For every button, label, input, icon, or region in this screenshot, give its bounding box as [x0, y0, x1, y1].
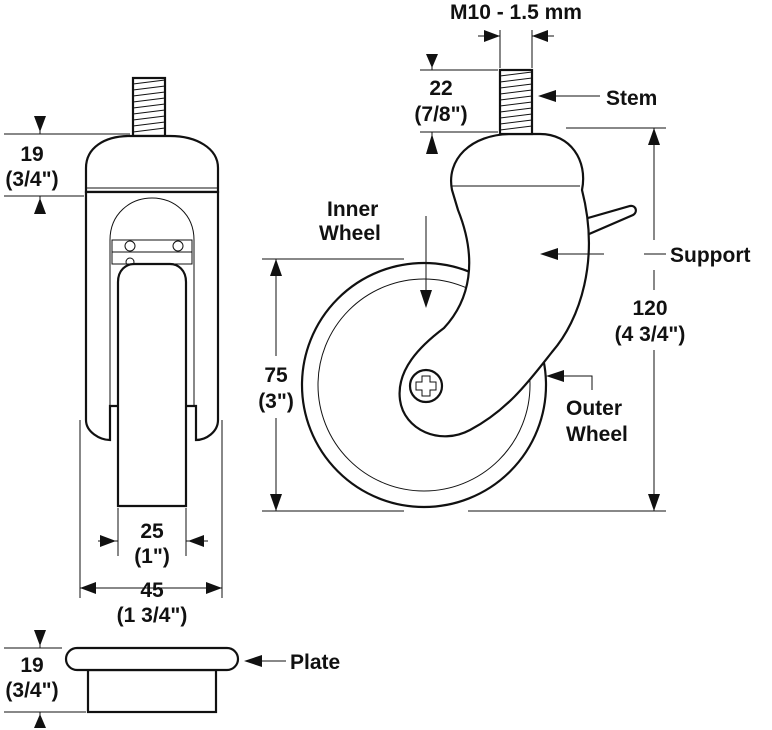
- overall-height-in: (4 3/4"): [615, 323, 686, 346]
- stem-height-dimension: 22 (7/8"): [414, 54, 498, 154]
- stem-height-in: (7/8"): [414, 103, 467, 126]
- front-top-housing: [84, 134, 220, 194]
- inner-wheel-line1: Inner: [327, 198, 378, 221]
- outer-wheel-line1: Outer: [566, 397, 622, 420]
- plate-height-mm: 19: [20, 654, 43, 677]
- front-view: [84, 76, 220, 508]
- overall-width-dimension: 45 (1 3/4"): [79, 420, 223, 627]
- front-wheel: [116, 262, 188, 508]
- overall-height-dimension: 120 (4 3/4"): [468, 127, 686, 512]
- plate-label: Plate: [290, 651, 340, 674]
- side-stem-thread-lines: [499, 71, 533, 131]
- support-callout: Support: [540, 244, 750, 267]
- wheel-diameter-mm: 75: [264, 364, 288, 387]
- wheel-width-mm: 25: [140, 520, 164, 543]
- axle-screw: [408, 368, 444, 404]
- plate-height-dimension: 19 (3/4"): [4, 630, 86, 728]
- side-view: [300, 68, 637, 509]
- front-stem-thread-lines: [132, 79, 166, 133]
- plate-flange: [64, 646, 240, 672]
- thread-spec-dimension: M10 - 1.5 mm: [450, 1, 582, 68]
- plate-height-in: (3/4"): [5, 679, 58, 702]
- top-height-mm: 19: [20, 143, 43, 166]
- front-fork-window: [109, 197, 195, 406]
- wheel-width-in: (1"): [134, 545, 170, 568]
- inner-wheel-line2: Wheel: [319, 222, 381, 245]
- inner-wheel-callout: Inner Wheel: [319, 198, 432, 308]
- phillips-cross-icon: [415, 375, 437, 397]
- overall-height-mm: 120: [632, 297, 667, 320]
- wheel-width-dimension: 25 (1"): [98, 508, 208, 568]
- support-label: Support: [670, 244, 750, 267]
- wheel-diameter-dimension: 75 (3"): [258, 258, 404, 512]
- overall-width-in: (1 3/4"): [117, 604, 188, 627]
- plate-view: [64, 646, 240, 714]
- stem-label: Stem: [606, 87, 657, 110]
- plate-callout: Plate: [244, 651, 340, 674]
- plate-socket: [86, 668, 218, 714]
- thread-spec-label: M10 - 1.5 mm: [450, 1, 582, 24]
- top-height-in: (3/4"): [5, 168, 58, 191]
- side-support: [398, 132, 590, 438]
- overall-width-mm: 45: [140, 579, 164, 602]
- outer-wheel-line2: Wheel: [566, 423, 628, 446]
- front-top-height-dimension: 19 (3/4"): [4, 116, 130, 214]
- stem-callout: Stem: [538, 87, 657, 110]
- stem-height-mm: 22: [429, 77, 452, 100]
- wheel-diameter-in: (3"): [258, 390, 294, 413]
- outer-wheel-callout: Outer Wheel: [546, 370, 628, 446]
- side-inner-wheel: [317, 278, 531, 492]
